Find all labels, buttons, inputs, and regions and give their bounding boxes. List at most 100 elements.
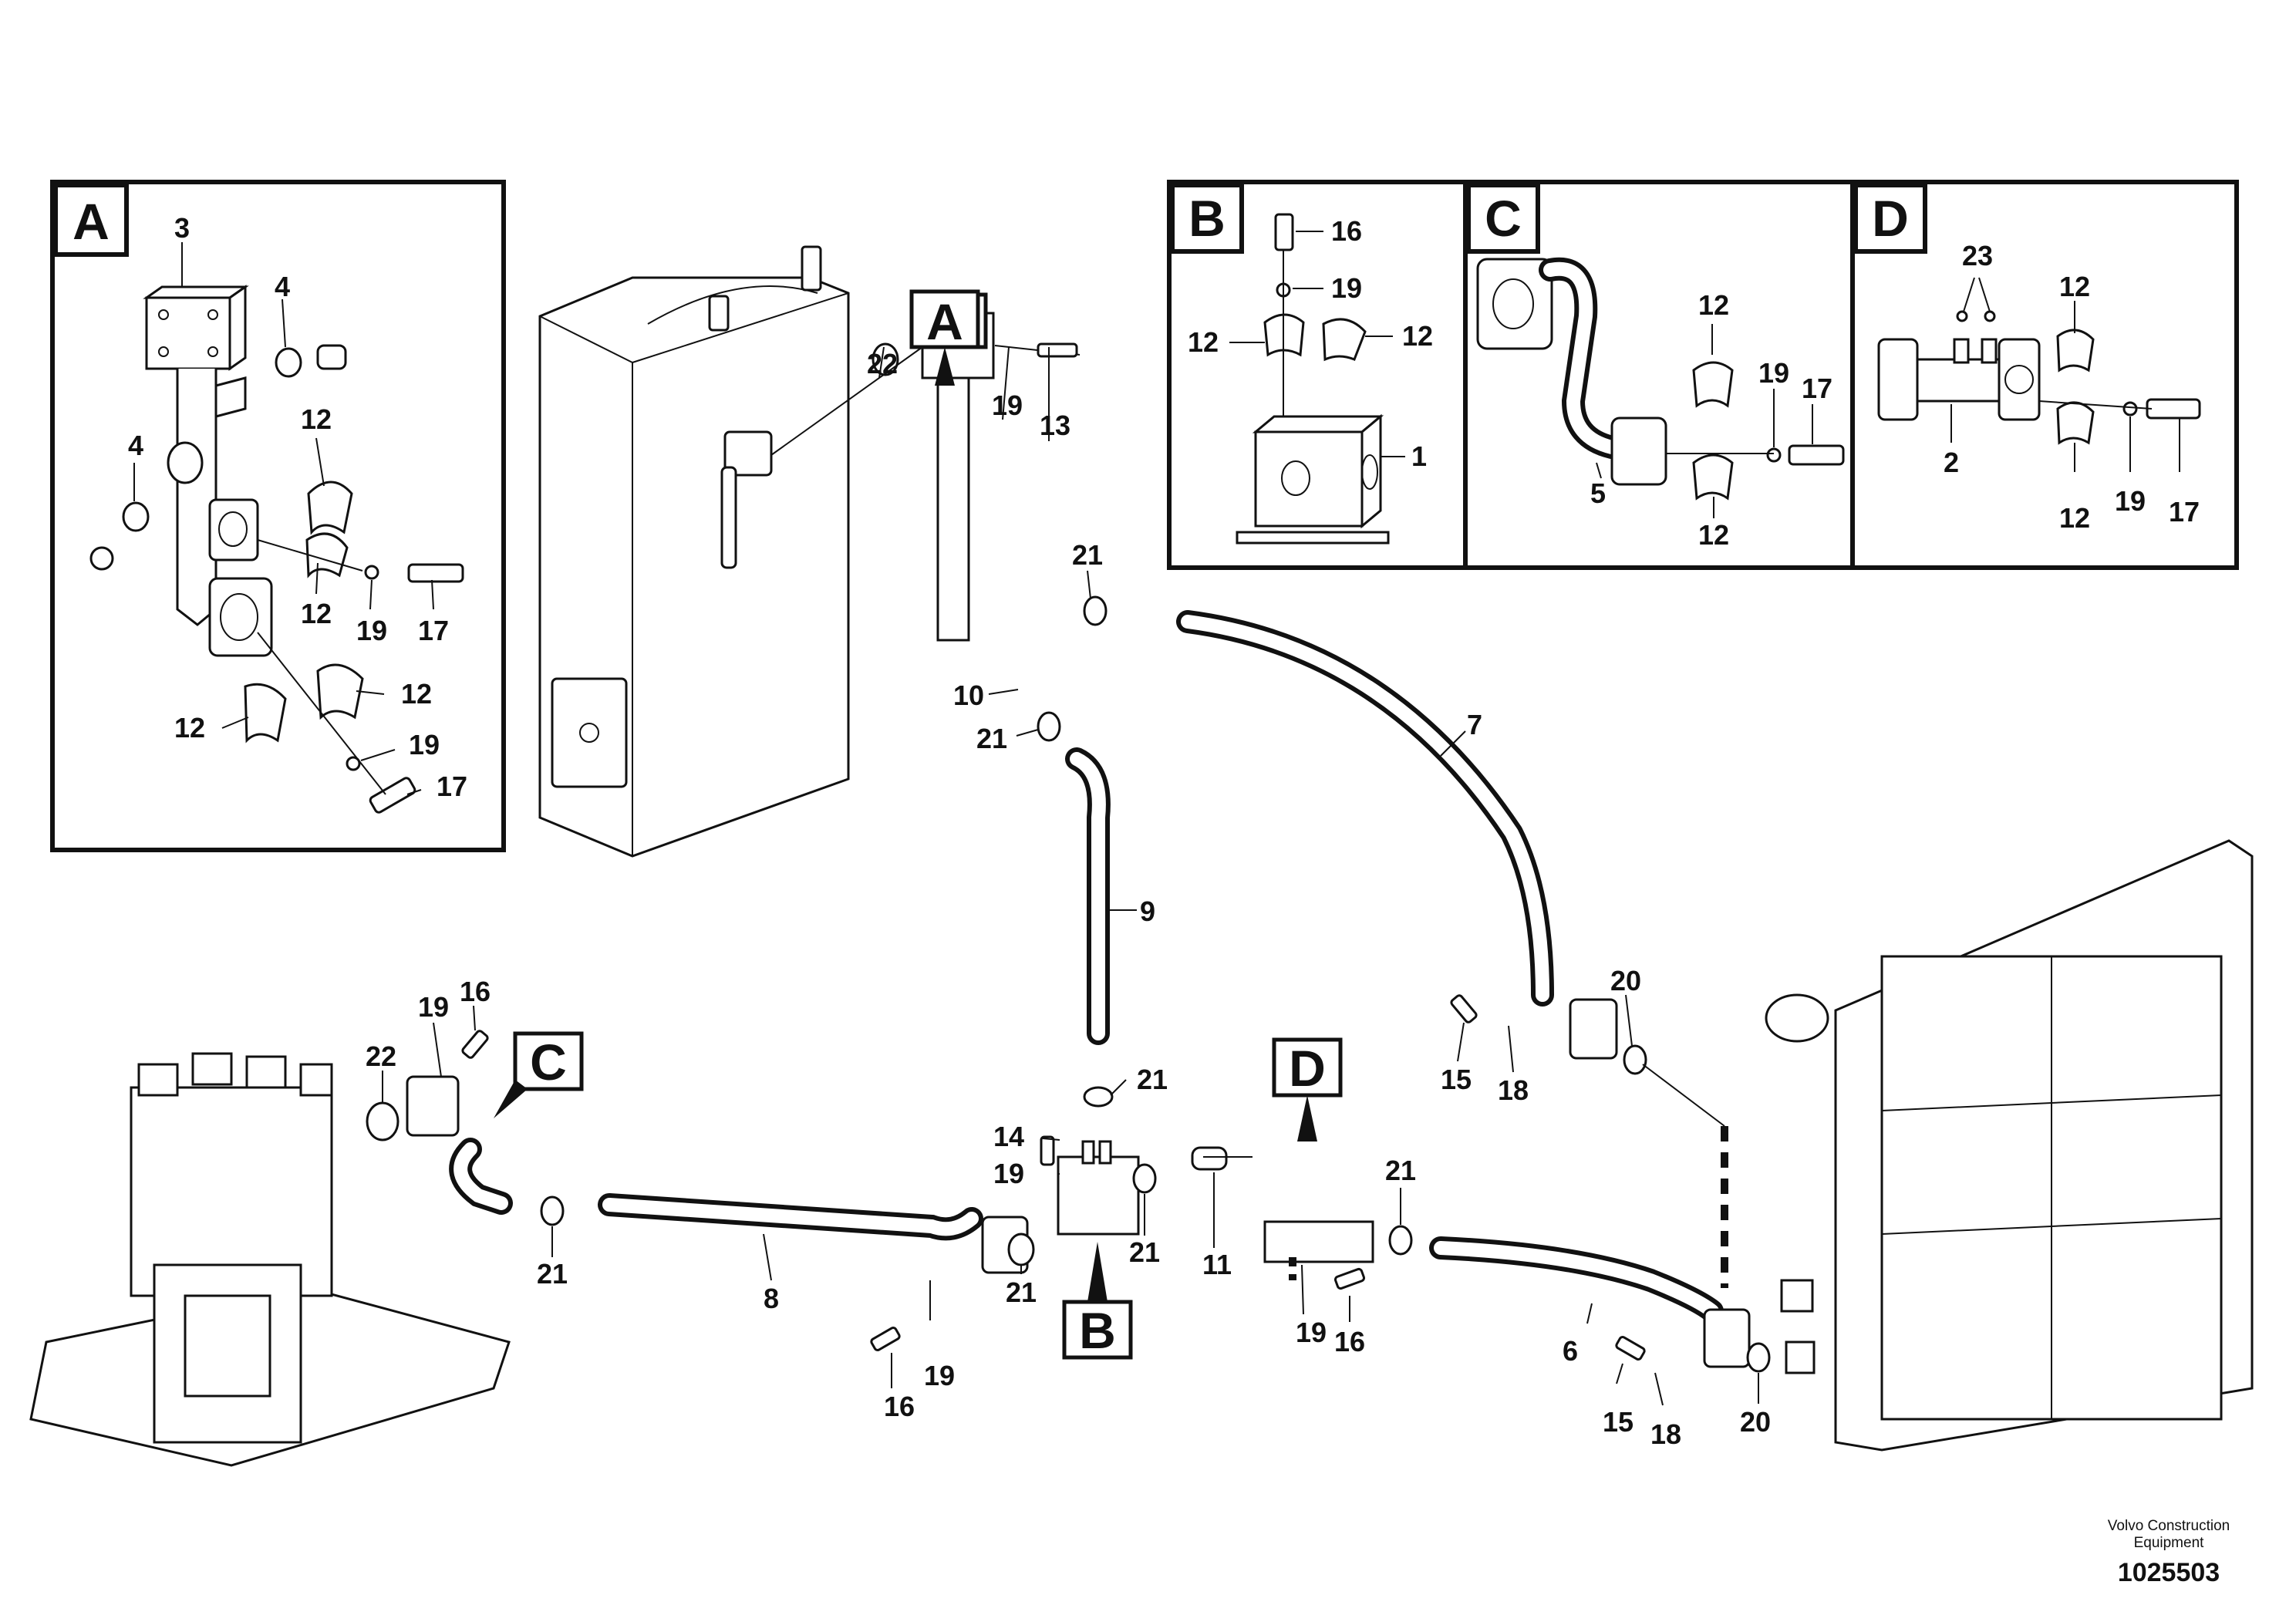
item-label: 18 (1650, 1418, 1681, 1450)
item-label: 12 (2059, 502, 2090, 534)
valve-block-icon (1252, 415, 1384, 433)
clamp-icon (1692, 454, 1734, 501)
o-ring-icon (540, 1195, 565, 1226)
item-label: 1 (1411, 440, 1427, 472)
item-label: 19 (409, 729, 440, 760)
item-label: 11 (1202, 1249, 1232, 1280)
detail-view-a: A (50, 180, 506, 852)
plug-icon (316, 344, 347, 370)
item-label: 12 (1402, 320, 1433, 352)
o-ring-icon (1746, 1342, 1771, 1373)
item-label: 15 (1441, 1064, 1472, 1095)
bolt-icon (369, 777, 416, 814)
valve-body-icon (1916, 358, 2001, 403)
item-label: 14 (993, 1121, 1024, 1152)
item-label: 12 (301, 598, 332, 629)
plug-icon (89, 546, 114, 571)
item-label: 21 (1072, 539, 1103, 571)
item-label: 19 (924, 1360, 955, 1391)
clamp-icon (1322, 318, 1367, 362)
item-label: 22 (867, 348, 898, 379)
item-label: 5 (1590, 477, 1606, 509)
callout-a: A (909, 289, 988, 386)
item-label: 12 (1698, 519, 1729, 551)
hydraulic-tank-icon (538, 245, 850, 858)
item-label: 7 (1467, 709, 1482, 740)
o-ring-icon (1984, 310, 1996, 322)
detail-views-bcd: B 16 19 12 12 1 C (1167, 180, 2239, 570)
flange-icon (1476, 258, 1553, 350)
callout-d: D (1272, 1037, 1343, 1141)
oil-cooler-icon (1765, 839, 2254, 1452)
item-label: 16 (1334, 1326, 1365, 1357)
clamp-icon (244, 683, 287, 744)
clamp-icon (307, 481, 353, 535)
bolt-icon (870, 1327, 901, 1351)
item-label: 18 (1498, 1074, 1529, 1106)
document-number: 1025503 (2118, 1558, 2220, 1587)
washer-icon (364, 565, 379, 580)
bolt-icon (1450, 994, 1478, 1023)
o-ring-icon (1132, 1163, 1157, 1194)
detail-b-label: B (1188, 190, 1226, 247)
item-label: 17 (1802, 373, 1832, 404)
fitting-icon (1981, 338, 1998, 364)
o-ring-icon (1083, 1086, 1114, 1108)
item-label: 19 (418, 991, 449, 1023)
publisher-line-1: Volvo Construction (2108, 1518, 2230, 1534)
washer-icon (1766, 447, 1782, 463)
item-label: 20 (1610, 965, 1641, 996)
item-label: 12 (2059, 271, 2090, 302)
flange-icon (208, 577, 273, 657)
item-label: 15 (1603, 1406, 1633, 1438)
item-label: 6 (1563, 1335, 1578, 1367)
bolt-icon (2146, 398, 2201, 420)
bolt-icon (1274, 213, 1294, 251)
detail-c-label: C (1485, 190, 1522, 247)
detail-a-label-box (53, 183, 129, 257)
fitting-icon (1953, 338, 1970, 364)
item-label: 16 (884, 1391, 915, 1422)
publisher-line-2: Equipment (2134, 1535, 2205, 1551)
item-label: 17 (2169, 496, 2200, 528)
pipe-a-icon (936, 376, 970, 642)
bolt-icon (1788, 444, 1845, 466)
block-part-icon (143, 285, 249, 371)
item-label: 13 (1040, 410, 1070, 441)
valve-d-icon (1263, 1220, 1374, 1263)
detail-d-label: D (1872, 190, 1909, 247)
callout-b: B (1062, 1242, 1133, 1360)
clamp-icon (1692, 361, 1734, 408)
o-ring-icon (122, 501, 150, 532)
flange-icon (208, 498, 259, 561)
clamp-icon (305, 532, 349, 578)
item-label: 3 (174, 212, 190, 244)
item-label: 4 (275, 271, 290, 302)
o-ring-icon (1083, 595, 1108, 626)
bolt-icon (1615, 1336, 1646, 1361)
item-label: 19 (1331, 272, 1362, 304)
fitting-icon (1098, 1140, 1112, 1165)
o-ring-icon (1623, 1044, 1647, 1075)
flange-icon (406, 1075, 460, 1137)
washer-icon (346, 756, 361, 771)
item-label: 4 (128, 430, 143, 461)
flange-icon (1610, 416, 1667, 486)
block-b-icon (1057, 1155, 1140, 1236)
flange-icon (1703, 1308, 1751, 1368)
item-label: 12 (1188, 326, 1219, 358)
callout-c-label: C (530, 1034, 567, 1091)
o-ring-icon (275, 347, 302, 378)
fitting-icon (1081, 1140, 1095, 1165)
item-label: 19 (1296, 1317, 1327, 1348)
callout-c: C (494, 1031, 584, 1118)
item-label: 21 (1385, 1155, 1416, 1186)
item-label: 12 (1698, 289, 1729, 321)
item-label: 16 (1331, 215, 1362, 247)
item-label: 8 (764, 1283, 779, 1314)
bolt-icon (1040, 1135, 1055, 1166)
item-label: 10 (953, 679, 984, 711)
callout-a-label: A (926, 293, 963, 350)
bolt-icon (1333, 1267, 1366, 1290)
item-label: 12 (301, 403, 332, 435)
